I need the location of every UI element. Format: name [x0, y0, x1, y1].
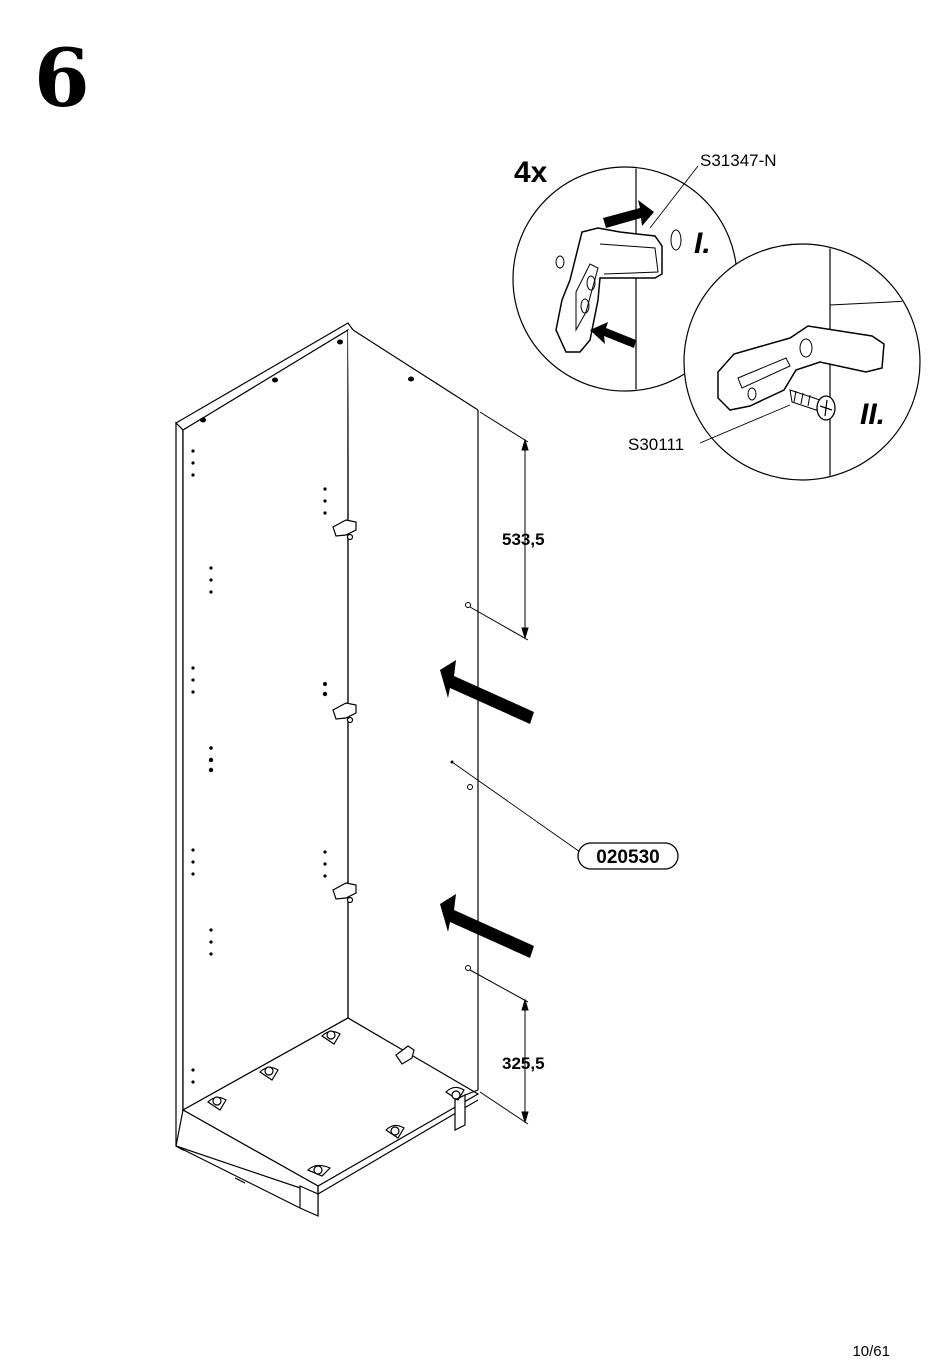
dimension-lower [470, 970, 528, 1124]
substep-1-label: I. [694, 227, 711, 260]
bracket-part-label: S31347-N [700, 151, 777, 170]
panel-part-callout: 020530 [451, 761, 679, 870]
quantity-label: 4x [514, 156, 548, 189]
page-number: 10/61 [852, 1343, 890, 1360]
substep-2-label: II. [860, 398, 885, 431]
detail-circle-step-2: II. [684, 240, 930, 480]
cabinet-carcass [176, 323, 478, 1216]
dimension-upper-label: 533,5 [502, 530, 545, 549]
panel-part-number: 020530 [596, 847, 659, 868]
dimension-upper [470, 412, 528, 640]
dimension-lower-label: 325,5 [502, 1054, 545, 1073]
screw-part-label: S30111 [628, 435, 684, 454]
